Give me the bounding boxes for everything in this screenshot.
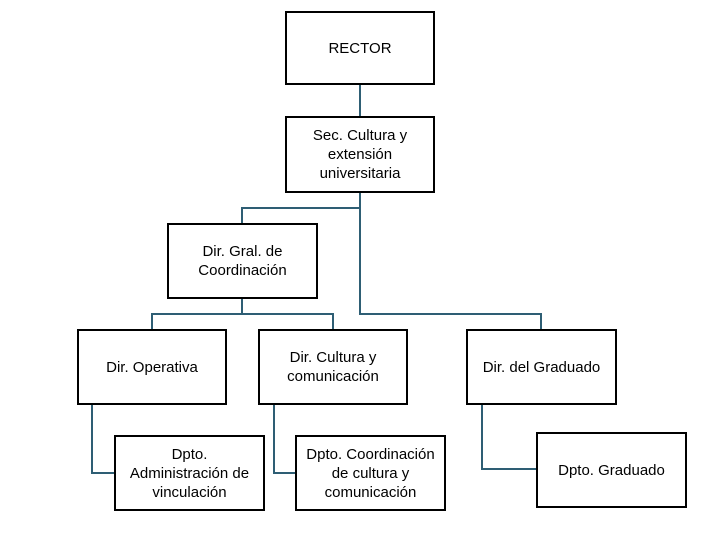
connector-operativa-dpto-admin (91, 404, 115, 474)
node-dir-operativa: Dir. Operativa (77, 329, 227, 405)
node-sec-cultura-extension: Sec. Cultura y extensión universitaria (285, 116, 435, 193)
connector-sec-dir-graduado (359, 208, 542, 330)
node-dir-cultura-comunicacion: Dir. Cultura y comunicación (258, 329, 408, 405)
node-dpto-coordinacion-cultura: Dpto. Coordinación de cultura y comunica… (295, 435, 446, 511)
node-dpto-administracion-vinculacion: Dpto. Administración de vinculación (114, 435, 265, 511)
node-dir-graduado: Dir. del Graduado (466, 329, 617, 405)
connector-dir-gral-operativa (151, 298, 243, 330)
connector-dir-gral-cultura (242, 313, 334, 330)
connector-sec-dir-gral (241, 193, 361, 224)
connector-graduado-dpto-graduado (481, 404, 537, 470)
connector-cultura-dpto-coord (273, 404, 296, 474)
node-dir-gral-coordinacion: Dir. Gral. de Coordinación (167, 223, 318, 299)
node-dpto-graduado: Dpto. Graduado (536, 432, 687, 508)
node-rector: RECTOR (285, 11, 435, 85)
